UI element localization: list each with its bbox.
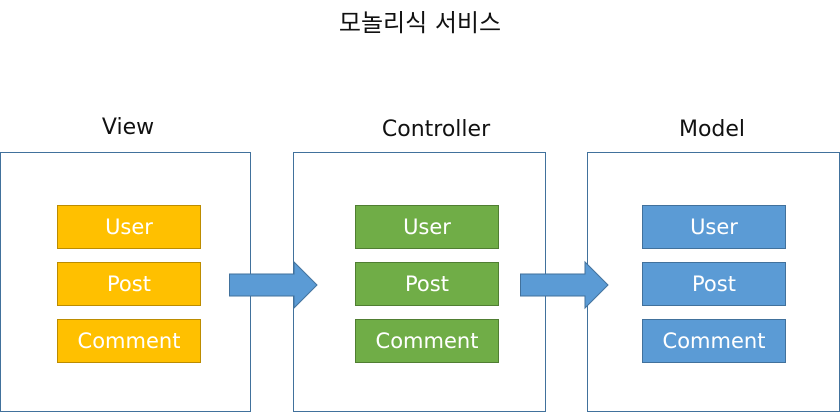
model-post-box: Post xyxy=(642,262,786,306)
view-layer-box: User Post Comment xyxy=(0,152,251,412)
model-layer-box: User Post Comment xyxy=(587,152,840,412)
controller-to-model-arrow xyxy=(520,260,609,310)
controller-post-box: Post xyxy=(355,262,499,306)
controller-user-box: User xyxy=(355,205,499,249)
model-user-box: User xyxy=(642,205,786,249)
view-comment-box: Comment xyxy=(57,319,201,363)
diagram-title: 모놀리식 서비스 xyxy=(338,9,502,37)
controller-layer-box: User Post Comment xyxy=(293,152,546,412)
model-comment-box: Comment xyxy=(642,319,786,363)
view-user-box: User xyxy=(57,205,201,249)
view-to-controller-arrow xyxy=(229,260,318,310)
controller-layer-label: Controller xyxy=(381,117,491,142)
view-post-box: Post xyxy=(57,262,201,306)
controller-comment-box: Comment xyxy=(355,319,499,363)
view-layer-label: View xyxy=(101,115,155,140)
model-layer-label: Model xyxy=(678,117,746,142)
